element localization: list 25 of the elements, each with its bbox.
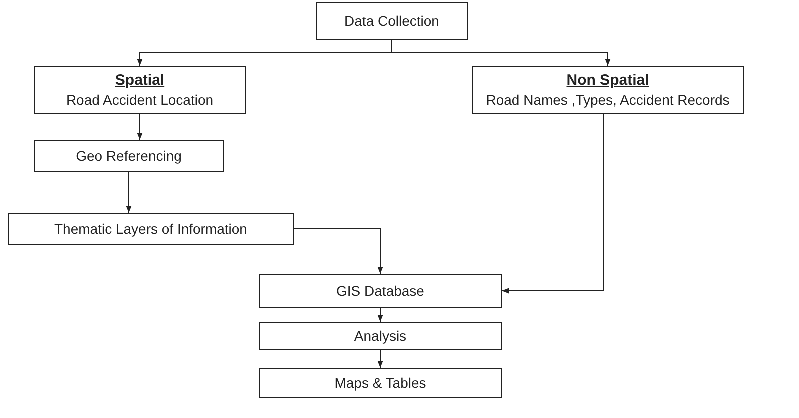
box-label: Geo Referencing <box>76 146 182 166</box>
arrow <box>378 350 384 368</box>
arrow <box>502 114 604 294</box>
arrow <box>378 308 384 322</box>
box-label: GIS Database <box>336 282 424 300</box>
process-box <box>8 213 294 245</box>
box-label: Thematic Layers of Information <box>54 220 248 238</box>
process-box <box>34 140 224 172</box>
box-heading: Spatial <box>115 71 165 91</box>
process-box <box>34 66 246 114</box>
box-label: Road Names ,Types, Accident Records <box>486 90 730 109</box>
box-label: Analysis <box>354 326 407 346</box>
arrow <box>392 40 611 66</box>
arrow <box>126 172 132 214</box>
box-label: Road Accident Location <box>66 90 214 109</box>
process-box <box>316 2 468 40</box>
process-box <box>259 274 502 308</box>
box-label: Data Collection <box>344 12 440 30</box>
box-heading: Non Spatial <box>566 71 650 91</box>
process-box <box>259 322 502 350</box>
arrow <box>294 228 384 274</box>
arrow <box>137 114 143 140</box>
box-label: Maps & Tables <box>334 374 426 392</box>
process-box <box>472 66 744 114</box>
process-box <box>259 368 502 398</box>
